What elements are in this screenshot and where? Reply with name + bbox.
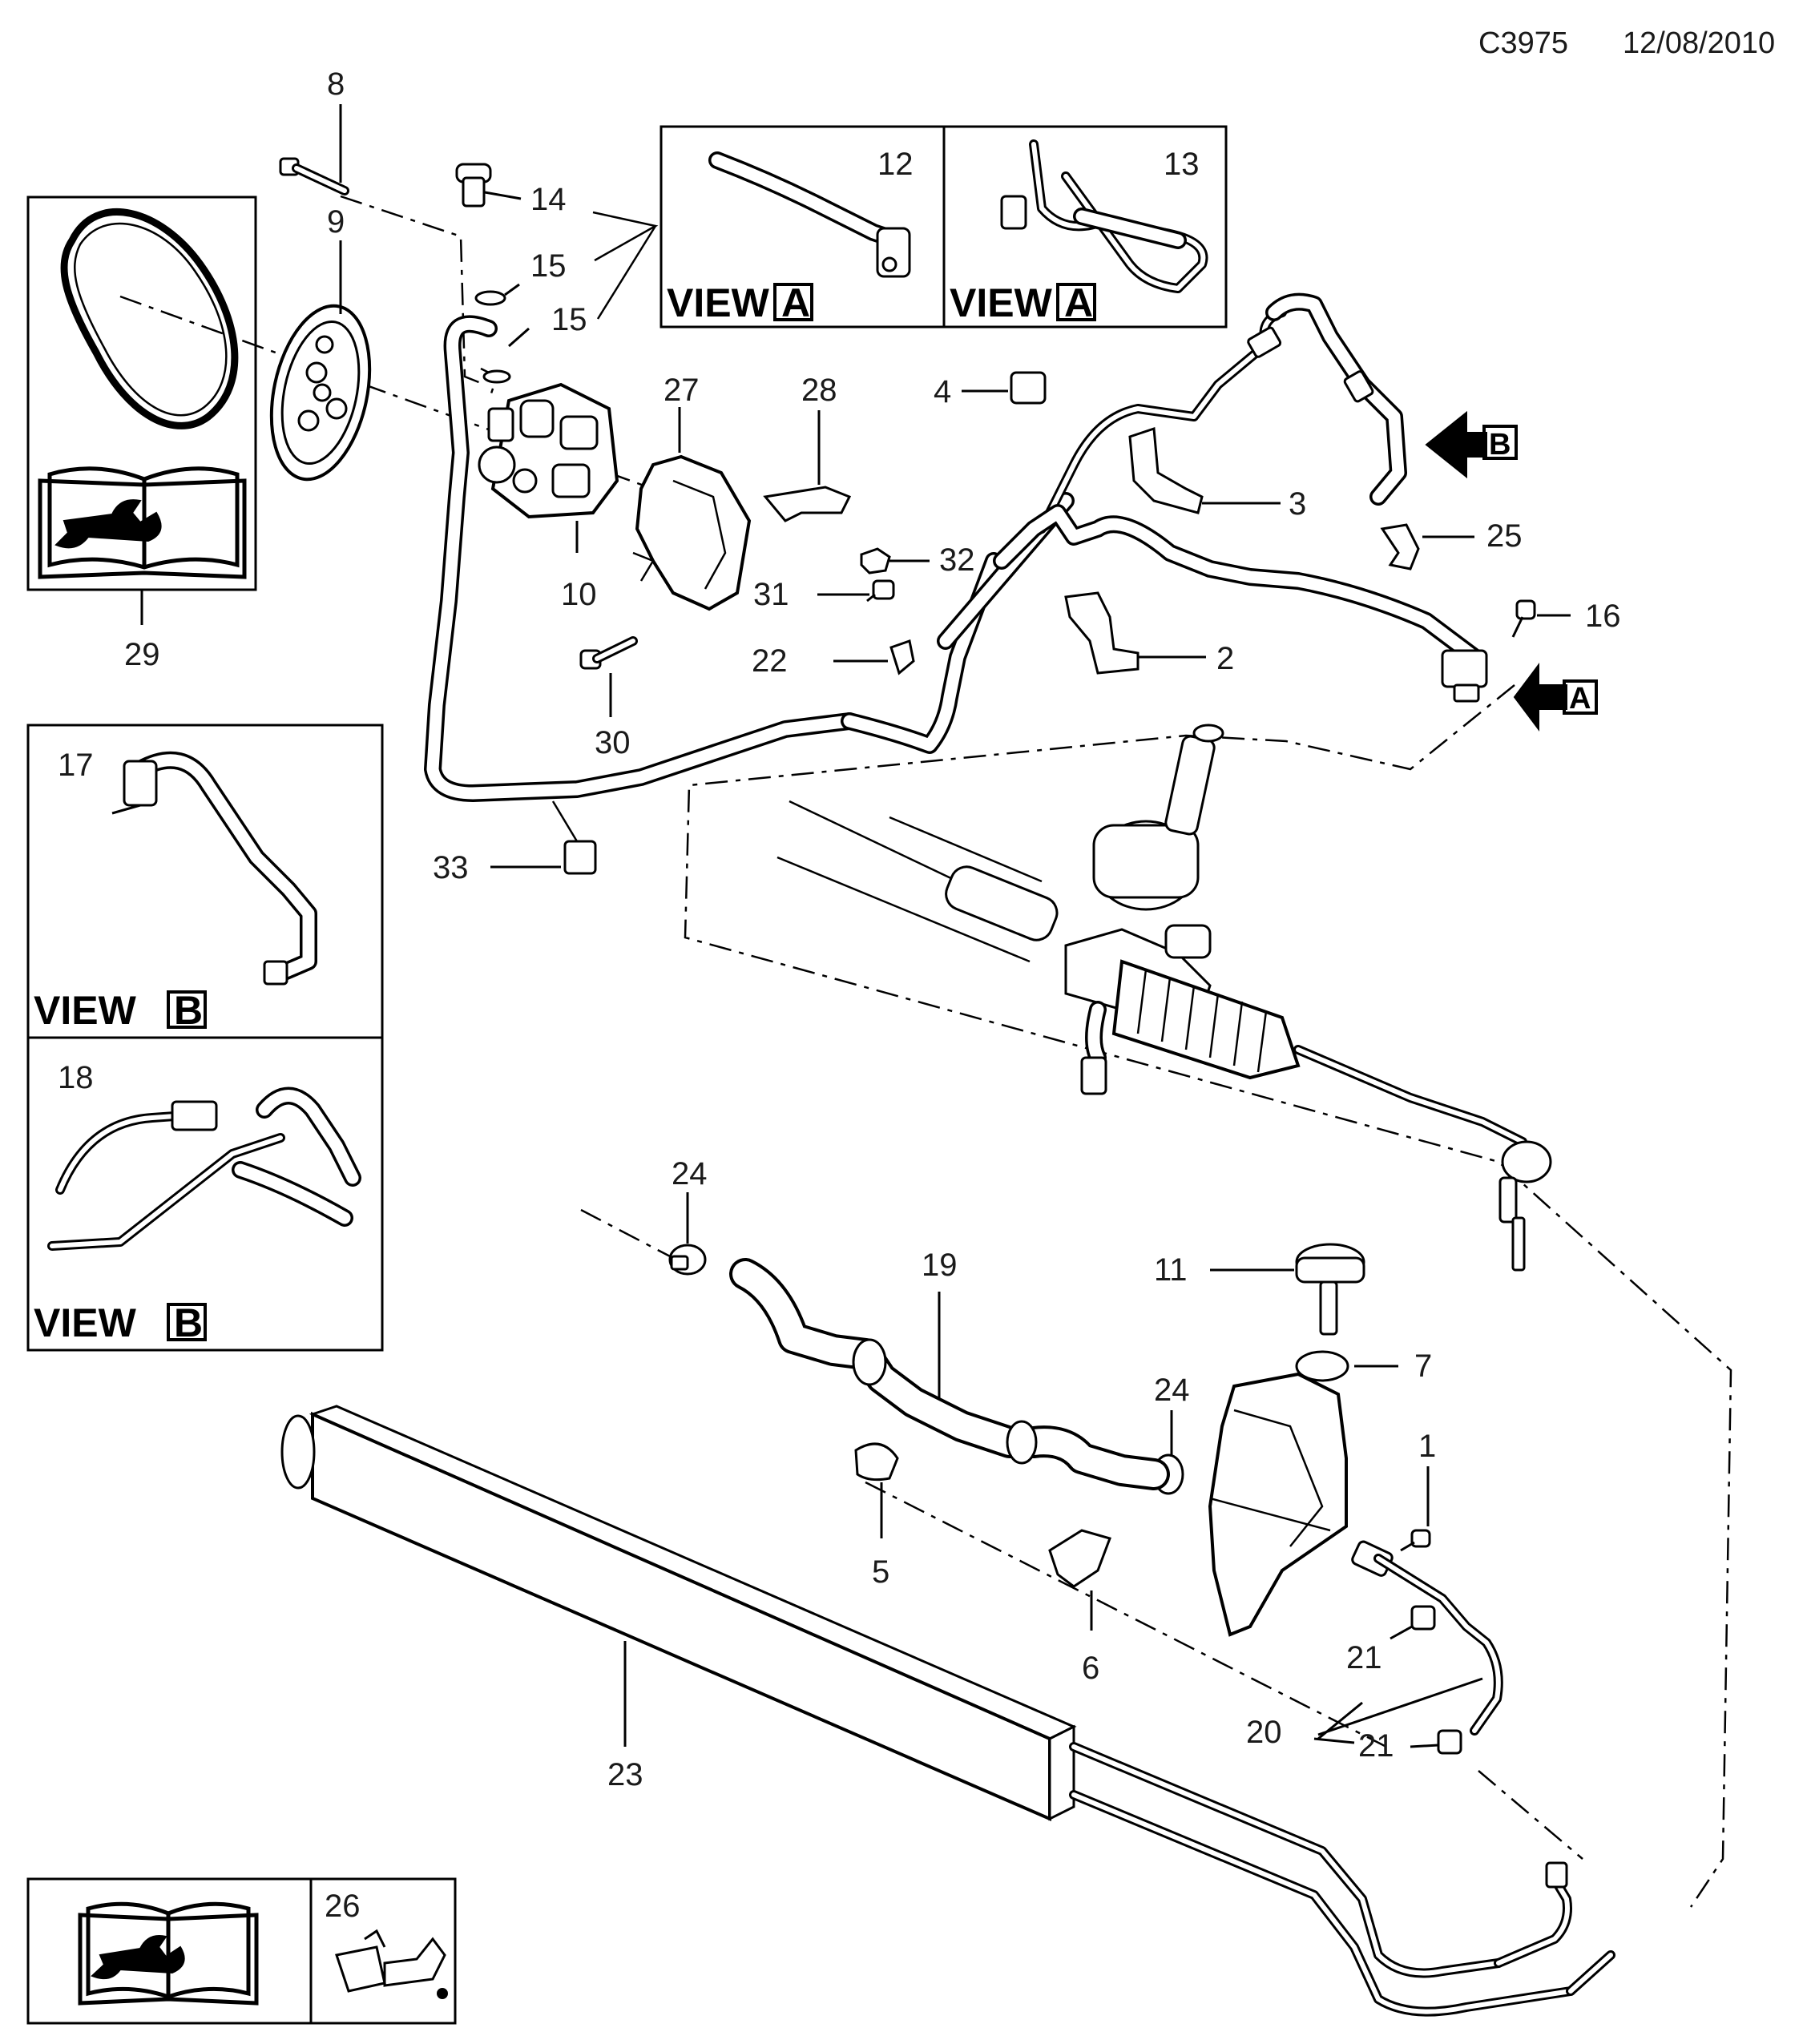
callout-6: 6 [1082,1651,1099,1686]
callout-15b: 15 [551,302,587,337]
steering-rack-assembly [776,724,1552,1272]
part-19-return-hose [729,1258,1170,1490]
part-14-banjo-bolt [455,163,492,208]
service-manual-book-icon-bottom [78,1901,259,2006]
view-b-hose-17 [111,751,317,986]
part-32-nut [860,547,891,574]
callout-17: 17 [58,748,94,783]
callout-14: 14 [530,182,567,217]
part-23-oil-cooler [280,1405,1615,2017]
view-b-label-lower: VIEW [34,1300,137,1345]
part-2-bracket [1064,591,1139,675]
part-5-clip [854,1442,899,1482]
part-22-clip [889,639,915,675]
view-a-hose-13 [1000,139,1208,293]
part-16-bolt [1511,599,1536,638]
callout-32: 32 [939,542,975,578]
diagram-code: C3975 [1478,26,1568,60]
view-arrow-b: B [1425,410,1518,479]
callout-4: 4 [934,374,951,409]
view-b-hose-18 [47,1087,361,1251]
callout-9: 9 [327,204,345,240]
callout-30: 30 [595,725,631,760]
view-b-label-upper: VIEW [34,988,137,1033]
diagram-date: 12/08/2010 [1623,26,1775,60]
callout-15a: 15 [530,248,567,284]
callout-8: 8 [327,67,345,102]
callout-23: 23 [607,1757,643,1792]
callout-1: 1 [1418,1429,1436,1464]
callout-16: 16 [1585,599,1621,634]
part-1-bolt [1400,1529,1431,1552]
drive-belt [60,208,239,429]
part-28-bracket [763,486,852,522]
part-9-pulley [269,304,372,482]
part-31-bolt [866,579,895,603]
callout-12: 12 [877,147,914,182]
part-4-clip [1010,371,1047,405]
view-b-letter-upper: B [174,988,203,1033]
part-3-bracket [1128,426,1204,514]
inset-belt-box [26,196,257,591]
part-33-clip [551,800,597,875]
callout-28: 28 [801,373,837,408]
callout-22: 22 [752,643,788,679]
callout-19: 19 [922,1248,958,1283]
part-30-bolt [579,636,638,670]
callout-18: 18 [58,1060,94,1095]
callout-3: 3 [1289,486,1306,522]
callout-24b: 24 [1154,1373,1190,1408]
part-25-clip [1380,523,1420,570]
rack-boot [1111,959,1301,1080]
callout-21a: 21 [1346,1640,1382,1675]
callout-25: 25 [1486,518,1523,554]
inset-service-box [26,1877,457,2025]
view-arrow-b-letter: B [1489,428,1511,462]
view-a-label-left: VIEW [667,280,770,325]
view-a-letter-right: A [1064,280,1093,325]
callout-13: 13 [1164,147,1200,182]
oil-can-icon [335,1929,448,1999]
view-b-letter-lower: B [174,1300,203,1345]
callout-29: 29 [124,637,160,672]
part-27-heat-shield [632,454,752,611]
view-a-letter-left: A [781,280,810,325]
part-7-fluid-reservoir [1208,1350,1394,1637]
callout-2: 2 [1216,641,1234,676]
callout-11: 11 [1154,1252,1188,1288]
part-20-hose [1373,1554,1503,1736]
part-8-bolt [279,157,349,196]
view-a-hose-12 [708,151,911,278]
view-arrow-a-letter: A [1569,682,1591,716]
view-a-label-right: VIEW [950,280,1053,325]
part-10-steering-pump [478,382,619,519]
callout-21b: 21 [1358,1728,1394,1764]
view-arrow-a: A [1513,663,1598,732]
part-21-clamps [1410,1605,1462,1755]
callout-20: 20 [1246,1715,1282,1750]
part-11-reservoir-cap [1295,1243,1365,1336]
callout-10: 10 [561,577,597,612]
part-24-hose-clamp-left [668,1244,707,1276]
tie-rod-end [1498,1140,1552,1272]
part-15-washers [474,290,511,384]
callout-33: 33 [433,850,469,885]
callout-5: 5 [872,1554,889,1590]
callout-31: 31 [753,577,789,612]
callout-27: 27 [664,373,700,408]
service-manual-book-icon [38,466,247,579]
callout-26: 26 [325,1889,361,1924]
callout-24a: 24 [672,1156,708,1191]
pressure-hose-main [424,292,1488,802]
callout-7: 7 [1414,1349,1432,1384]
inset-view-a-box: VIEW A VIEW A 12 13 [659,125,1228,329]
inset-view-b-box: VIEW B VIEW B 17 18 [26,724,384,1352]
part-6-clip [1048,1529,1111,1588]
